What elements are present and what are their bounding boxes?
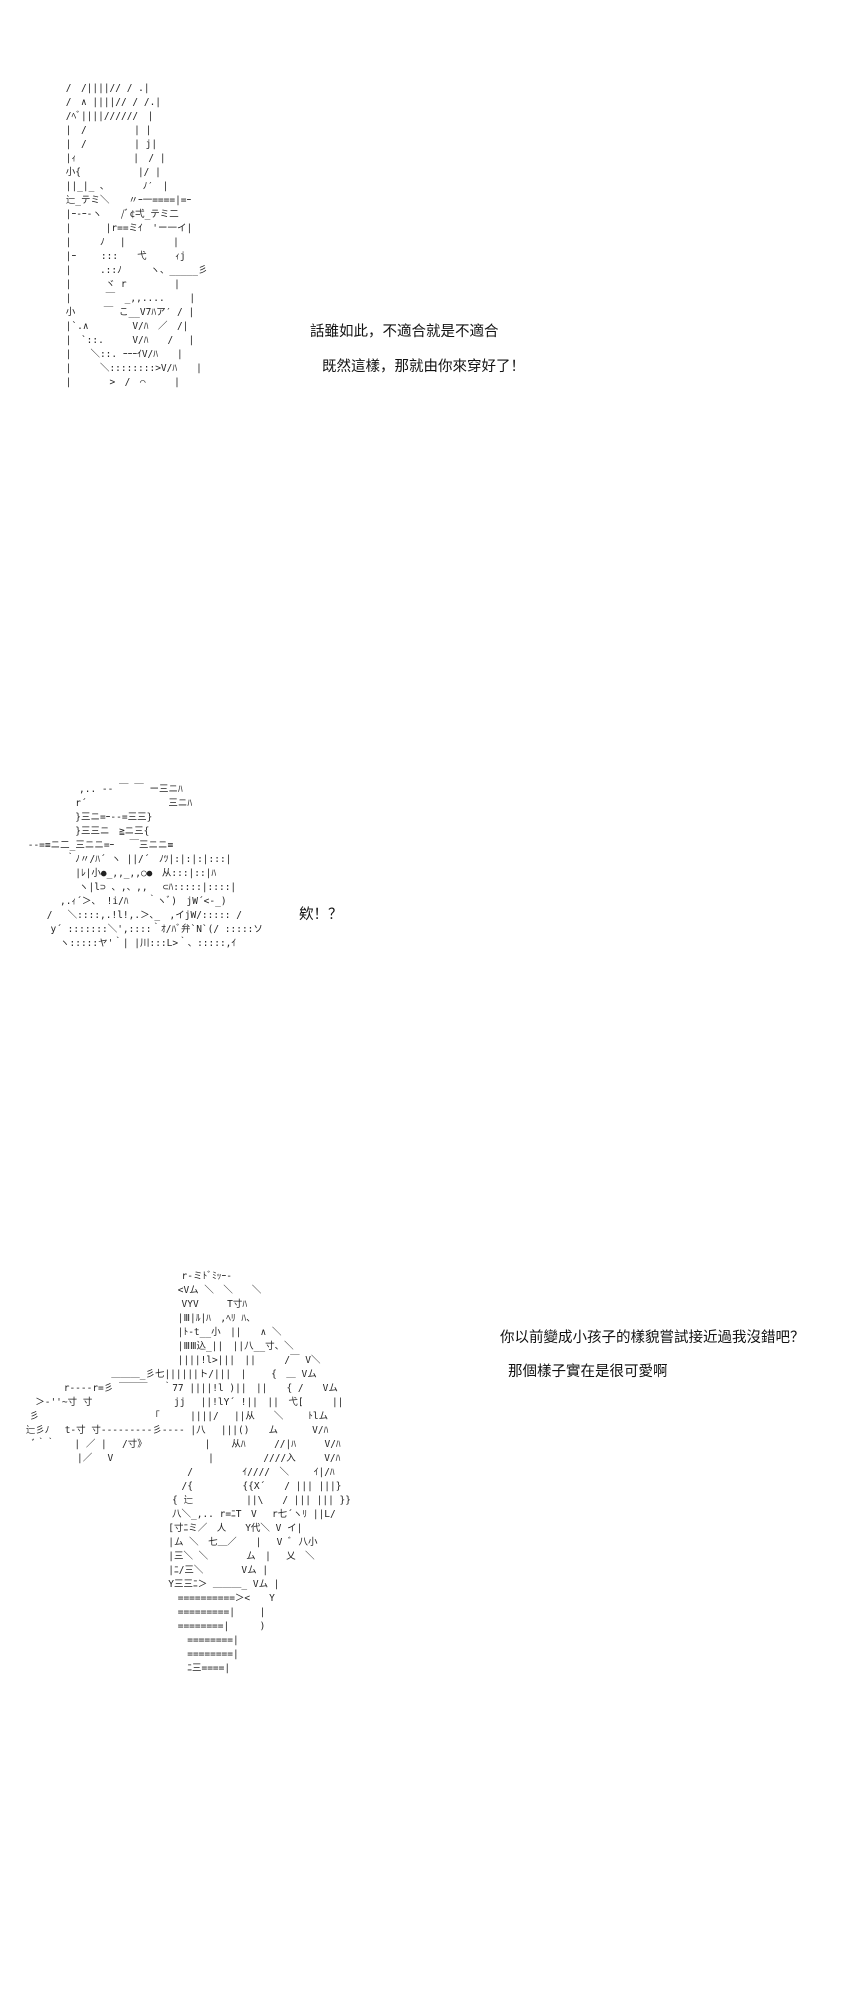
ascii-art-figure-with-hat: ,.. -‐ ￣ ￣ ー三ニﾊ r´ 三ニﾊ }三ニ=ｰ‐-=三三} }三三ニ …: [27, 784, 263, 949]
panel-3: r‐ミﾄﾞﾐｯｰ‐ <Vム ＼ ＼ ＼ VYV T寸ﾊ |Ⅲ|ﾙ|ﾊ ,ﾍﾘ ﾊ…: [0, 1260, 844, 1800]
panel-1: / /||||// / .| / ∧ ||||// / /.| /ﾍﾞ||||/…: [0, 0, 844, 500]
panel-2: ,.. -‐ ￣ ￣ ー三ニﾊ r´ 三ニﾊ }三ニ=ｰ‐-=三三} }三三ニ …: [0, 760, 844, 1020]
dialogue-line: 話雖如此，不適合就是不適合: [310, 324, 499, 340]
dialogue-line: 既然這樣，那就由你來穿好了！: [322, 359, 525, 375]
ascii-art-man-with-glasses: / /||||// / .| / ∧ ||||// / /.| /ﾍﾞ||||/…: [65, 83, 208, 388]
dialogue-line: 欸！？: [299, 907, 343, 923]
dialogue-line: 那個樣子實在是很可愛啊: [508, 1364, 668, 1380]
ascii-art-pointing-figure: r‐ミﾄﾞﾐｯｰ‐ <Vム ＼ ＼ ＼ VYV T寸ﾊ |Ⅲ|ﾙ|ﾊ ,ﾍﾘ ﾊ…: [25, 1271, 351, 1674]
dialogue-line: 你以前變成小孩子的樣貌嘗試接近過我沒錯吧？: [500, 1330, 805, 1346]
